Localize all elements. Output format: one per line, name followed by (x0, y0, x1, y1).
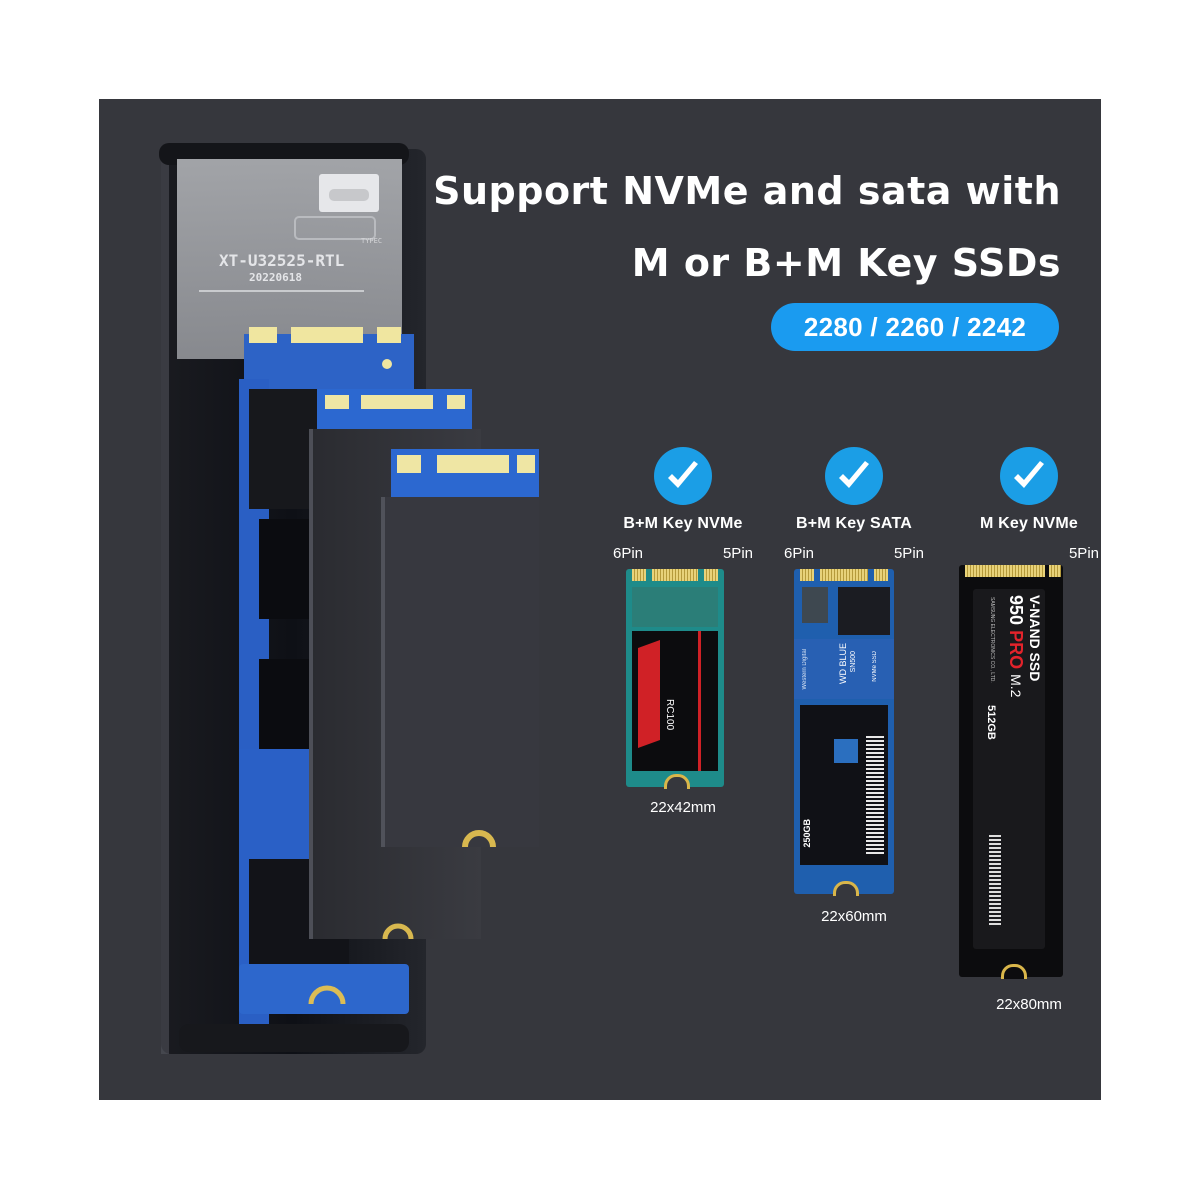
pin-left-label: 6Pin (784, 545, 815, 562)
port-label-text: TYPEC (361, 237, 383, 245)
ssd-type-label: M Key NVMe (979, 515, 1079, 532)
drive-capacity: 512GB (985, 705, 997, 740)
board-model-text: XT-U32525-RTL (219, 251, 345, 270)
ssd-type-label: B+M Key SATA (795, 515, 913, 532)
drive-sub: NVMe SSD (872, 651, 878, 682)
drive-model: SN500 (850, 651, 857, 673)
drive-capacity: 250GB (802, 819, 812, 848)
headline-line-1: Support NVMe and sata with (433, 169, 1061, 213)
pin-right-label: 5Pin (893, 545, 924, 562)
size-badge: 2280 / 2260 / 2242 (771, 303, 1059, 351)
board-date-text: 20220618 (249, 271, 302, 284)
ssd-type-m-nvme: M Key NVMe 5Pin (949, 447, 1101, 567)
dimension-label: 22x60mm (821, 908, 887, 925)
ssd-2242-image: RC100 (626, 569, 724, 789)
dimension-label: 22x42mm (650, 799, 716, 816)
pin-right-label: 5Pin (722, 545, 753, 562)
drive-maker: SAMSUNG ELECTRONICS CO., LTD. (989, 597, 995, 683)
ssd-2260-image: Western Digital WD BLUE SN500 NVMe SSD 2… (794, 569, 894, 896)
drive-label: WD BLUE (838, 643, 848, 685)
enclosure-graphic (159, 143, 539, 1054)
product-panel: XT-U32525-RTL 20220618 TYPEC Support NVM… (99, 99, 1101, 1100)
pin-left-label: 6Pin (613, 545, 644, 562)
ssd-type-bm-sata: B+M Key SATA 6Pin 5Pin (774, 447, 934, 567)
drive-series-pro: PRO (1006, 630, 1026, 670)
headline-line-2: M or B+M Key SSDs (631, 241, 1061, 285)
check-circle-icon (825, 447, 883, 505)
headline: Support NVMe and sata with M or B+M Key … (433, 165, 1061, 289)
drive-line-2: 950 PRO M.2 (1005, 595, 1026, 697)
drive-series-number: 950 (1006, 595, 1026, 626)
ssd-type-label: B+M Key NVMe (623, 515, 743, 532)
drive-line-1: V-NAND SSD (1027, 595, 1043, 682)
ssd-type-bm-nvme: B+M Key NVMe 6Pin 5Pin (603, 447, 763, 567)
drive-brand: Western Digital (802, 649, 808, 690)
pin-right-label: 5Pin (1068, 545, 1099, 562)
drive-label: RC100 (664, 699, 675, 731)
check-circle-icon (654, 447, 712, 505)
check-circle-icon (1000, 447, 1058, 505)
drive-form-factor: M.2 (1008, 674, 1024, 698)
dimension-label: 22x80mm (996, 996, 1062, 1013)
ssd-2280-image: V-NAND SSD 950 PRO M.2 SAMSUNG ELECTRONI… (959, 565, 1063, 979)
